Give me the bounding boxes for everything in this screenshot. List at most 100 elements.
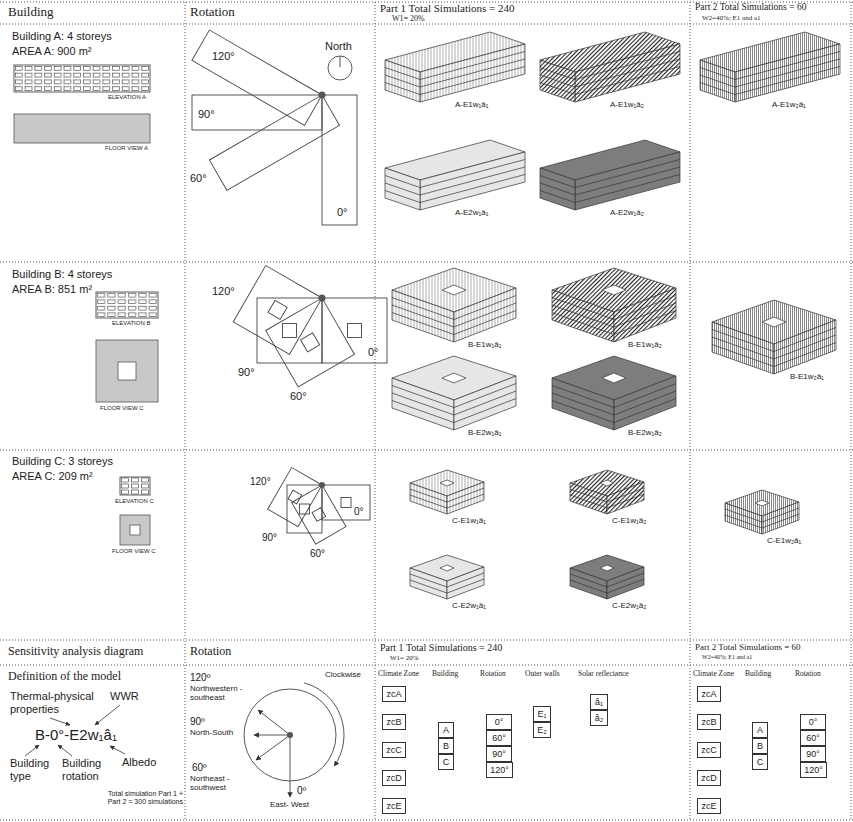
case-label: A-E2w₁â₂ bbox=[610, 208, 644, 217]
building-models bbox=[392, 268, 516, 342]
direction-label: Northeast - southwest bbox=[190, 774, 252, 792]
rotation-plan-b bbox=[283, 324, 297, 338]
box-text: B bbox=[443, 740, 449, 752]
case-label: C-E1w₂â₁ bbox=[767, 536, 801, 545]
box-text: zcB bbox=[386, 716, 401, 728]
model-part-label: Albedo bbox=[122, 756, 156, 769]
building-models bbox=[712, 300, 836, 374]
building-models bbox=[385, 140, 525, 210]
elevation-drawings bbox=[96, 292, 158, 318]
factor-header: Climate Zone bbox=[693, 670, 734, 679]
direction-label: North-South bbox=[190, 728, 233, 737]
box-text: zcC bbox=[386, 744, 402, 756]
north-symbol bbox=[340, 56, 341, 67]
case-label: B-E1w₁â₂ bbox=[628, 340, 662, 349]
rotation-plan-b bbox=[233, 266, 387, 387]
view-label: FLOOR VIEW C bbox=[100, 405, 144, 412]
angle-label: 0º bbox=[297, 785, 306, 797]
box-text: 0° bbox=[809, 716, 818, 728]
box-text: E₂ bbox=[537, 724, 547, 736]
rotation-plan-c bbox=[288, 490, 302, 504]
factor-header: Building bbox=[432, 670, 458, 679]
box-text: 60° bbox=[492, 732, 506, 744]
model-leader-lines bbox=[110, 746, 125, 754]
box-text: zcD bbox=[701, 772, 717, 784]
factor-box: B bbox=[438, 738, 454, 754]
angle-label: 0° bbox=[337, 206, 348, 219]
rotation-compass bbox=[290, 735, 291, 797]
rotation-plan-b bbox=[301, 333, 320, 352]
rotation-plan-a bbox=[319, 92, 326, 99]
building-title: Building A: 4 storeys bbox=[12, 30, 112, 43]
box-text: B bbox=[757, 740, 763, 752]
case-label: A-E1w₁â₁ bbox=[455, 100, 488, 109]
rotation-compass bbox=[254, 735, 290, 736]
angle-label: 60° bbox=[310, 548, 325, 560]
rotation-plan-b bbox=[322, 298, 387, 363]
section-header: Definition of the model bbox=[8, 670, 121, 684]
case-label: C-E1w₁â₁ bbox=[452, 516, 486, 525]
rotation-plan-a bbox=[192, 30, 357, 225]
box-text: zcD bbox=[386, 772, 402, 784]
building-models bbox=[385, 32, 840, 599]
rotation-plan-c bbox=[268, 468, 322, 527]
building-models bbox=[392, 356, 516, 430]
angle-label: 90º bbox=[190, 716, 205, 728]
box-text: zcE bbox=[386, 800, 401, 812]
building-models bbox=[410, 555, 484, 599]
direction-label: East- West bbox=[270, 800, 309, 809]
factor-header: Building bbox=[745, 670, 771, 679]
model-leader-lines bbox=[50, 718, 70, 725]
box-text: 120° bbox=[804, 764, 823, 776]
building-title: Building C: 3 storeys bbox=[12, 455, 113, 468]
rotation-plan-a bbox=[209, 95, 339, 190]
north-symbol bbox=[328, 56, 352, 80]
case-label: B-E1w₂â₁ bbox=[790, 372, 824, 381]
rotation-plan-c bbox=[292, 485, 346, 544]
rotation-compass bbox=[244, 683, 344, 797]
column-header: Part 1 Total Simulations = 240 bbox=[380, 2, 514, 15]
rotation-plan-b bbox=[266, 298, 355, 387]
box-text: C bbox=[443, 756, 450, 768]
grid-lines bbox=[0, 262, 853, 263]
grid-lines bbox=[0, 450, 853, 451]
angle-label: 90° bbox=[238, 366, 255, 379]
rotation-plan-c bbox=[322, 485, 370, 520]
box-text: 0° bbox=[495, 716, 504, 728]
angle-label: 120° bbox=[212, 285, 235, 298]
factor-box: A bbox=[752, 722, 768, 738]
rotation-plan-b bbox=[348, 324, 362, 338]
box-text: zcA bbox=[386, 688, 401, 700]
building-models bbox=[540, 140, 680, 210]
section-header: Part 2 Total Simulations = 60 bbox=[695, 642, 801, 652]
box-text: zcC bbox=[701, 744, 717, 756]
box-text: C bbox=[757, 756, 764, 768]
section-header: Part 1 Total Simulations = 240 bbox=[380, 642, 502, 654]
floor-views bbox=[118, 362, 136, 380]
rotation-compass bbox=[287, 732, 293, 738]
factor-box: A bbox=[438, 722, 454, 738]
model-leader-lines bbox=[58, 745, 72, 756]
angle-label: 0° bbox=[354, 506, 364, 518]
box-text: A bbox=[757, 724, 763, 736]
rotation-compass bbox=[258, 710, 290, 735]
rotation-plan-c bbox=[268, 468, 370, 545]
building-title: Building B: 4 storeys bbox=[12, 268, 112, 281]
angle-label: 120° bbox=[212, 50, 235, 63]
rotation-plan-b bbox=[257, 298, 322, 363]
floor-views bbox=[130, 525, 140, 535]
building-models bbox=[700, 32, 840, 102]
factor-box: 90° bbox=[800, 746, 826, 762]
factor-box: zcE bbox=[697, 798, 721, 814]
grid-lines bbox=[0, 640, 853, 641]
rotation-plan-b bbox=[322, 298, 387, 363]
building-models bbox=[570, 555, 644, 599]
factor-box: 60° bbox=[486, 730, 512, 746]
rotation-plan-b bbox=[233, 266, 322, 355]
model-part-label: Building type bbox=[10, 757, 58, 782]
angle-label: 60° bbox=[190, 172, 207, 185]
building-models bbox=[552, 268, 676, 342]
case-label: C-E1w₁â₂ bbox=[612, 516, 646, 525]
factor-box: E₁ bbox=[533, 706, 551, 722]
